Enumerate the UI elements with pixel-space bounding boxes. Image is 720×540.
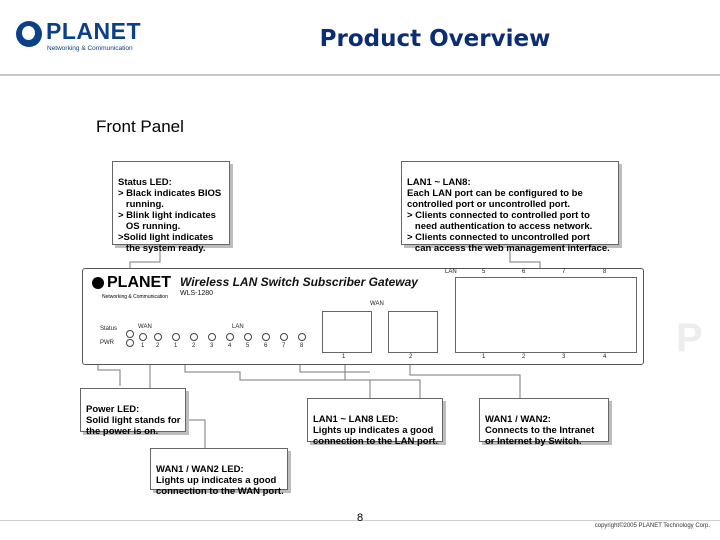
- lan-led-number: 6: [264, 343, 268, 349]
- planet-logo: PLANET Networking & Communication: [14, 18, 144, 58]
- callout-line: controlled port or uncontrolled port.: [407, 199, 571, 210]
- callout-line: > Blink light indicates: [118, 210, 216, 221]
- device-globe-icon: [92, 276, 104, 289]
- callout-line: the power is on.: [86, 426, 159, 437]
- footer-divider: [0, 520, 720, 521]
- wan-ports-label: WAN: [370, 301, 384, 307]
- wan-led-number: 2: [156, 343, 160, 349]
- wan-led-group-label: WAN: [138, 324, 152, 330]
- callout-line: need authentication to access network.: [407, 221, 593, 232]
- wan-led-callout: WAN1 / WAN2 LED:Lights up indicates a go…: [150, 448, 288, 497]
- callout-line: running.: [118, 199, 164, 210]
- status-led: [126, 330, 134, 338]
- lan-led-connector: [184, 345, 371, 398]
- callout-line: the system ready.: [118, 243, 206, 254]
- lan-led: [298, 333, 306, 341]
- status-label: Status: [100, 326, 118, 332]
- callout-line: Each LAN port can be configured to be: [407, 188, 583, 199]
- callout-line: >Solid light indicates: [118, 232, 214, 243]
- logo-text: PLANET: [46, 18, 141, 44]
- lan-port-block: [455, 277, 637, 353]
- lan-port-number: 4: [603, 354, 607, 360]
- watermark-glyph: P: [676, 316, 703, 360]
- status-led-heading: Status LED:: [118, 177, 172, 188]
- power-led-heading: Power LED:: [86, 404, 140, 415]
- lan-led: [244, 333, 252, 341]
- callout-line: or Internet by Switch.: [485, 436, 582, 447]
- header-divider: [0, 74, 720, 76]
- lan-led-number: 5: [246, 343, 250, 349]
- lan-ports-callout: LAN1 ~ LAN8:Each LAN port can be configu…: [401, 161, 619, 254]
- pwr-led: [126, 339, 134, 347]
- wan-ports-callout: WAN1 / WAN2:Connects to the Intranet or …: [479, 398, 609, 447]
- lan-port-number: 8: [603, 269, 607, 275]
- page-number: 8: [356, 512, 364, 524]
- device-logo: PLANET: [92, 274, 171, 292]
- lan-led: [226, 333, 234, 341]
- lan-led-number: 7: [282, 343, 286, 349]
- device-name: Wireless LAN Switch Subscriber Gateway: [180, 275, 418, 289]
- wan-port-number: 2: [409, 354, 413, 360]
- lan-led-number: 4: [228, 343, 232, 349]
- wan-port: [322, 311, 372, 353]
- planet-globe-icon: [16, 21, 42, 47]
- lan-led: [280, 333, 288, 341]
- wan-port: [388, 311, 438, 353]
- logo-tagline: Networking & Communication: [47, 45, 133, 52]
- lan-led-number: 2: [192, 343, 196, 349]
- lan-led-number: 3: [210, 343, 214, 349]
- device-brand: PLANET: [107, 274, 171, 291]
- callout-line: Connects to the Intranet: [485, 425, 595, 436]
- wan-led-heading: WAN1 / WAN2 LED:: [156, 464, 244, 475]
- lan-port-number: 5: [482, 269, 486, 275]
- lan-port-number: 7: [562, 269, 566, 275]
- callout-line: > Clients connected to controlled port t…: [407, 210, 590, 221]
- lan-led-callout: LAN1 ~ LAN8 LED:Lights up indicates a go…: [307, 398, 443, 447]
- lan-ports-heading: LAN1 ~ LAN8:: [407, 177, 471, 188]
- callout-line: > Clients connected to uncontrolled port: [407, 232, 590, 243]
- callout-line: can access the web management interface.: [407, 243, 610, 254]
- copyright-text: copyright©2005 PLANET Technology Corp.: [594, 523, 710, 529]
- callout-line: connection to the WAN port.: [156, 486, 284, 497]
- device-brand-tagline: Networking & Communication: [102, 294, 168, 300]
- lan-led: [262, 333, 270, 341]
- callout-line: Solid light stands for: [86, 415, 181, 426]
- status-led-callout: Status LED:> Black indicates BIOS runnin…: [112, 161, 230, 254]
- wan-led: [139, 333, 147, 341]
- lan-port-number: 3: [562, 354, 566, 360]
- lan-led-heading: LAN1 ~ LAN8 LED:: [313, 414, 399, 425]
- wan-led-number: 1: [141, 343, 145, 349]
- lan-port-number: 6: [522, 269, 526, 275]
- page-title: Product Overview: [319, 26, 551, 52]
- wan-ports-connector: [344, 360, 421, 398]
- device-model: WLS-1280: [180, 290, 214, 297]
- callout-line: > Black indicates BIOS: [118, 188, 222, 199]
- lan-port-number: 1: [482, 354, 486, 360]
- wan-port-number: 1: [342, 354, 346, 360]
- lan-led: [190, 333, 198, 341]
- lan-led: [172, 333, 180, 341]
- section-subtitle: Front Panel: [96, 117, 184, 136]
- lan-led-number: 1: [174, 343, 178, 349]
- wan-ports-heading: WAN1 / WAN2:: [485, 414, 551, 425]
- lan-led-group-label: LAN: [232, 324, 244, 330]
- lan-led-number: 8: [300, 343, 304, 349]
- lan-led: [208, 333, 216, 341]
- power-led-callout: Power LED:Solid light stands for the pow…: [80, 388, 186, 437]
- pwr-label: PWR: [100, 340, 114, 346]
- lan-ports-label: LAN: [445, 269, 457, 275]
- callout-line: Lights up indicates a good: [156, 475, 277, 486]
- callout-line: OS running.: [118, 221, 181, 232]
- lan-port-number: 2: [522, 354, 526, 360]
- callout-line: connection to the LAN port.: [313, 436, 439, 447]
- wan-led: [154, 333, 162, 341]
- callout-line: Lights up indicates a good: [313, 425, 434, 436]
